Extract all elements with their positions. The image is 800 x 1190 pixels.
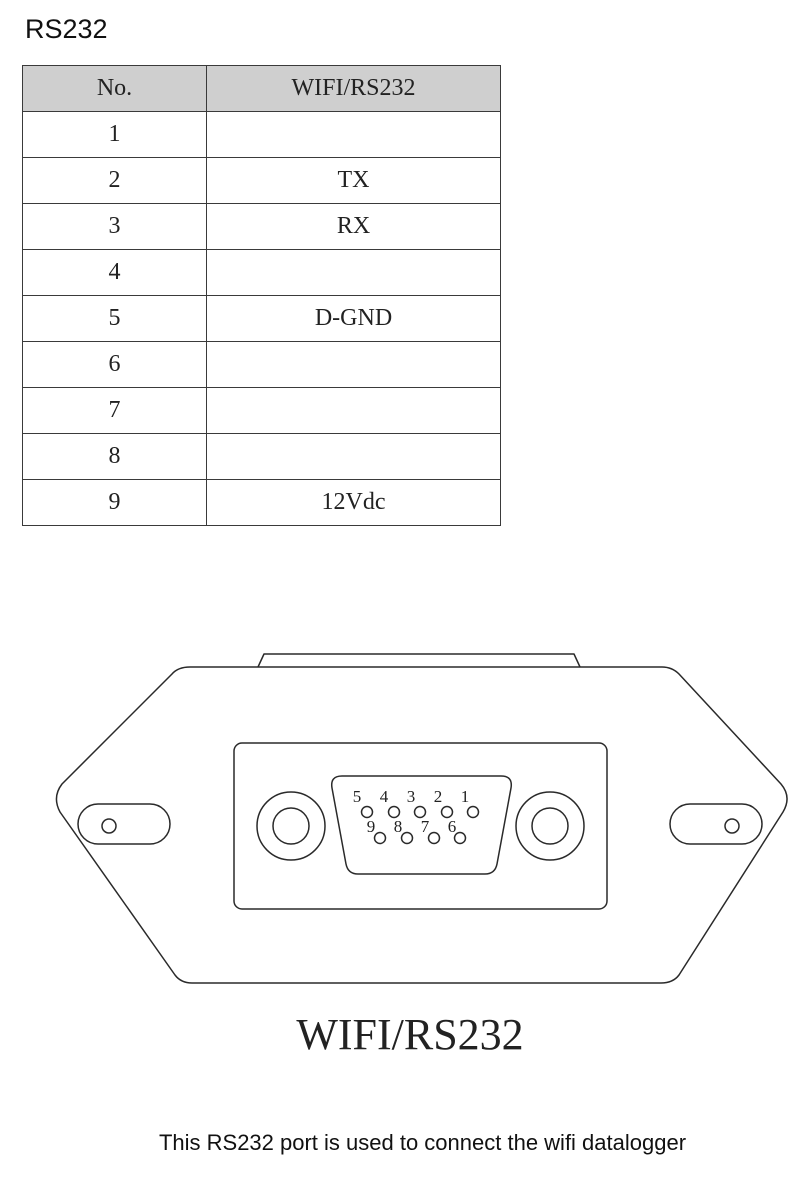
pin-assignment-table: No. WIFI/RS232 1 2 TX 3 RX 4 5 D-GND 6 [22, 65, 501, 526]
pin-label: 8 [394, 817, 403, 836]
dsub-shell [330, 775, 513, 875]
right-jackscrew-outer [515, 791, 585, 861]
right-mounting-hole [724, 818, 740, 834]
table-row: 6 [22, 341, 501, 388]
pin-label: 9 [367, 817, 376, 836]
pin-function-cell [206, 341, 501, 388]
pin-function-cell: D-GND [206, 295, 501, 342]
pin-1-hole [466, 805, 480, 819]
pin-4-hole [387, 805, 401, 819]
left-jackscrew-inner [272, 807, 310, 845]
pin-function-cell: RX [206, 203, 501, 250]
pin-label: 3 [407, 787, 416, 806]
connector-plate [233, 742, 608, 910]
pin-number-cell: 5 [22, 295, 207, 342]
pin-label: 5 [353, 787, 362, 806]
right-mounting-slot [669, 803, 763, 845]
pin-9-hole [373, 831, 387, 845]
pin-label: 6 [448, 817, 457, 836]
pin-number-cell: 8 [22, 433, 207, 480]
right-jackscrew-inner [531, 807, 569, 845]
mounting-panel-outline [55, 666, 788, 984]
panel-top-tab [257, 653, 581, 668]
table-row: 8 [22, 433, 501, 480]
pin-number-cell: 9 [22, 479, 207, 526]
pin-label: 1 [461, 787, 470, 806]
pin-function-cell [206, 387, 501, 434]
pin-3-hole [413, 805, 427, 819]
pin-6-hole [453, 831, 467, 845]
pin-number-cell: 6 [22, 341, 207, 388]
column-header-no: No. [22, 65, 207, 112]
table-row: 3 RX [22, 203, 501, 250]
pin-number-cell: 4 [22, 249, 207, 296]
port-name-label: WIFI/RS232 [296, 1010, 524, 1059]
pin-8-hole [400, 831, 414, 845]
pin-7-hole [427, 831, 441, 845]
table-row: 5 D-GND [22, 295, 501, 342]
pin-5-hole [360, 805, 374, 819]
left-mounting-slot [77, 803, 171, 845]
port-description: This RS232 port is used to connect the w… [158, 1130, 687, 1155]
pin-label: 2 [434, 787, 443, 806]
table-row: 7 [22, 387, 501, 434]
pin-label: 4 [380, 787, 389, 806]
pin-function-cell: 12Vdc [206, 479, 501, 526]
table-row: 9 12Vdc [22, 479, 501, 526]
table-row: 4 [22, 249, 501, 296]
column-header-function: WIFI/RS232 [206, 65, 501, 112]
pin-2-hole [440, 805, 454, 819]
left-jackscrew-outer [256, 791, 326, 861]
left-mounting-hole [101, 818, 117, 834]
section-heading: RS232 [25, 14, 108, 44]
pin-label: 7 [421, 817, 430, 836]
pin-function-cell [206, 249, 501, 296]
pin-number-cell: 2 [22, 157, 207, 204]
table-header-row: No. WIFI/RS232 [22, 65, 501, 112]
